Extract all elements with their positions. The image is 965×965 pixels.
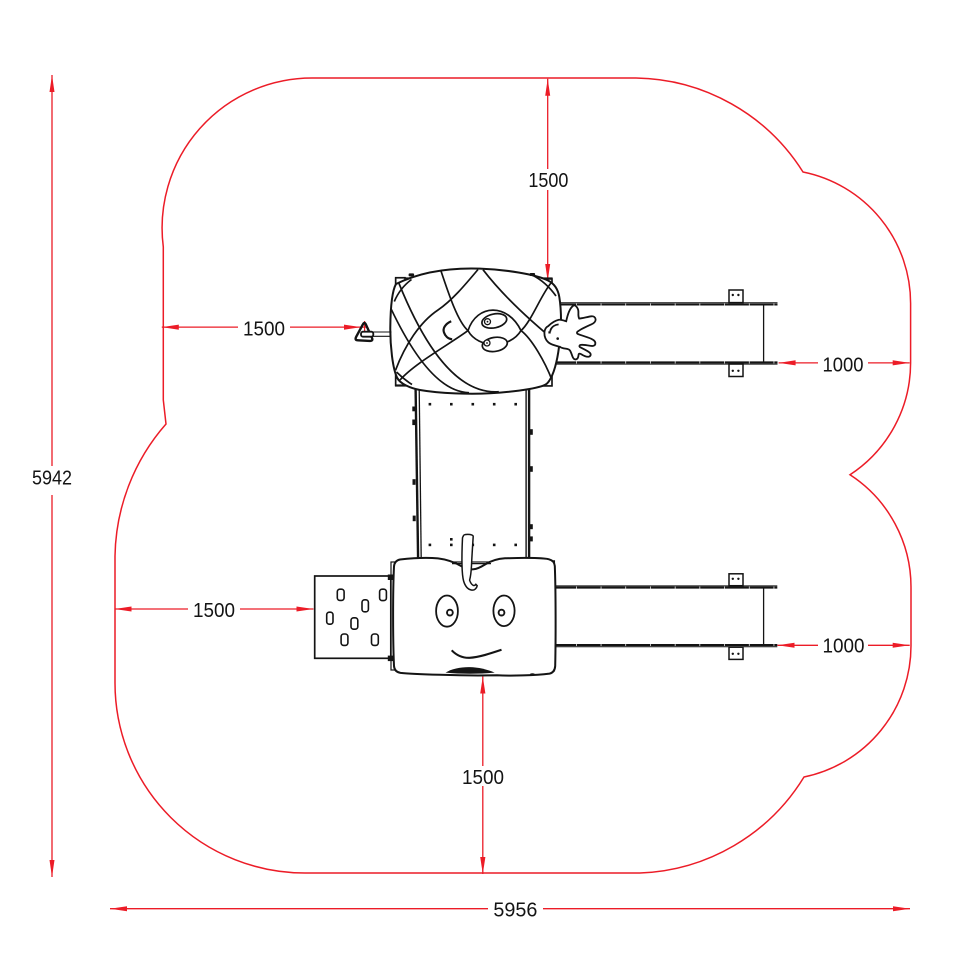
svg-text:1000: 1000 (823, 635, 865, 657)
svg-text:1000: 1000 (823, 355, 864, 377)
svg-text:5956: 5956 (493, 899, 537, 921)
svg-text:1500: 1500 (528, 170, 568, 192)
svg-text:1500: 1500 (193, 600, 235, 622)
svg-text:1500: 1500 (243, 318, 285, 340)
svg-text:5942: 5942 (32, 468, 72, 490)
svg-text:1500: 1500 (462, 767, 504, 789)
